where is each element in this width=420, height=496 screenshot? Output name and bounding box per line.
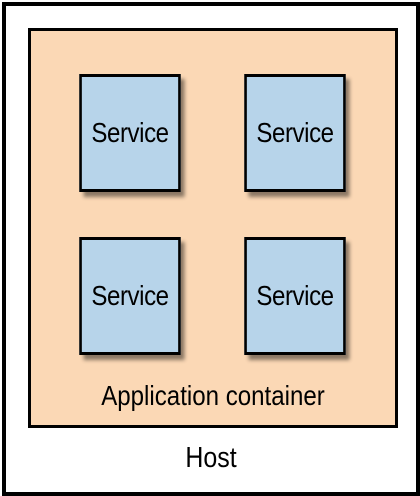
service-box-3: Service xyxy=(79,237,181,355)
application-container-label: Application container xyxy=(101,380,325,411)
service-label: Service xyxy=(256,280,334,311)
service-label: Service xyxy=(91,117,169,148)
service-box-2: Service xyxy=(244,74,346,192)
service-box-1: Service xyxy=(79,74,181,192)
service-label: Service xyxy=(91,280,169,311)
application-container-box: Service Service Service Service Applicat… xyxy=(28,28,398,428)
service-label: Service xyxy=(256,117,334,148)
service-box-4: Service xyxy=(244,237,346,355)
host-label: Host xyxy=(185,442,237,474)
